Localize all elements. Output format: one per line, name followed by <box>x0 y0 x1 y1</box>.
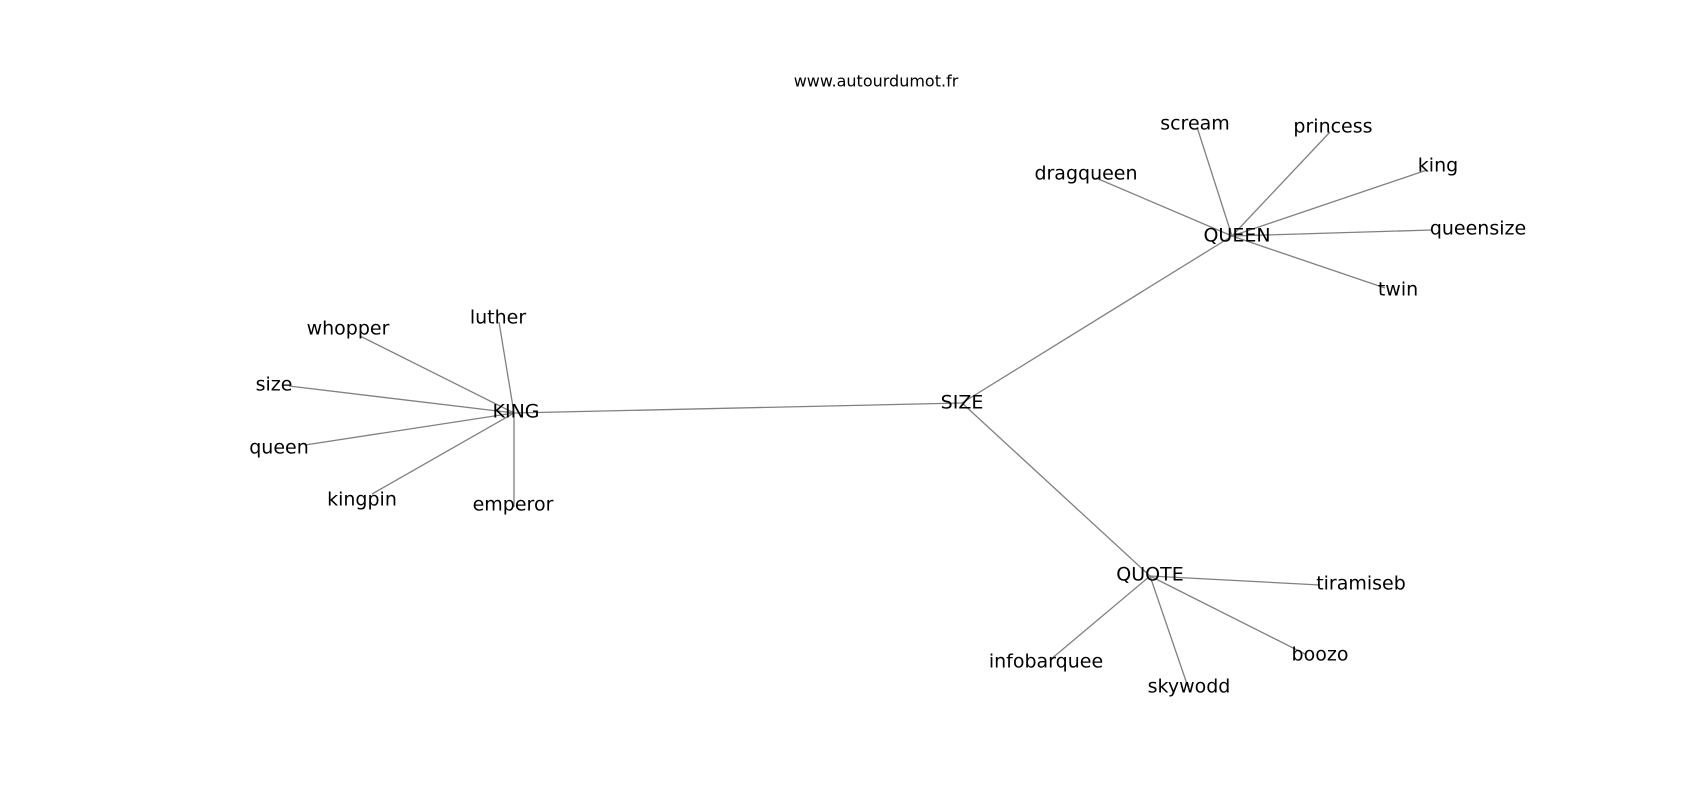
edge-quote-tiramiseb <box>1149 575 1321 586</box>
edge-quote-boozo <box>1149 575 1306 655</box>
node-label-kingpin: kingpin <box>327 489 397 511</box>
node-label-dragqueen: dragqueen <box>1034 163 1137 185</box>
node-label-scream: scream <box>1160 113 1230 135</box>
edge-king-size <box>288 385 515 414</box>
site-url-label: www.autourdumot.fr <box>794 72 959 91</box>
edge-queen-princess <box>1231 131 1331 237</box>
node-label-quote: QUOTE <box>1116 564 1183 586</box>
node-label-size: SIZE <box>941 392 984 414</box>
node-label-king: king <box>1418 155 1458 177</box>
graph-node-labels: SIZE KING QUEEN QUOTE whopper luther size queen… <box>249 113 1526 698</box>
node-label-twin: twin <box>1378 279 1418 301</box>
node-label-whopper: whopper <box>307 318 390 340</box>
edge-size-quote <box>961 402 1151 577</box>
node-label-queen: QUEEN <box>1203 225 1270 247</box>
edge-king-luther <box>498 321 515 414</box>
edge-king-whopper <box>359 335 515 414</box>
edge-size-queen <box>961 235 1233 404</box>
edge-size-king <box>513 402 963 414</box>
edge-queen-scream <box>1196 126 1233 237</box>
edge-queen-twin <box>1231 235 1386 289</box>
node-label-infobarquee: infobarquee <box>989 651 1103 673</box>
node-label-queen: queen <box>249 437 309 459</box>
node-label-princess: princess <box>1293 116 1372 138</box>
node-label-emperor: emperor <box>473 494 554 516</box>
edge-quote-infobarquee <box>1049 575 1151 661</box>
node-label-skywodd: skywodd <box>1148 676 1231 698</box>
node-label-boozo: boozo <box>1292 644 1349 666</box>
edge-king-kingpin <box>371 412 515 495</box>
edge-quote-skywodd <box>1149 575 1189 688</box>
edge-queen-queensize <box>1231 229 1433 237</box>
node-label-tiramiseb: tiramiseb <box>1316 573 1406 595</box>
node-label-luther: luther <box>470 307 527 329</box>
node-label-queensize: queensize <box>1430 218 1526 240</box>
node-label-size: size <box>256 374 293 396</box>
graph-edges <box>288 126 1433 688</box>
edge-king-queen <box>304 412 515 446</box>
node-label-king: KING <box>493 401 540 423</box>
edge-queen-dragqueen <box>1095 177 1233 237</box>
edge-queen-king <box>1231 169 1428 237</box>
